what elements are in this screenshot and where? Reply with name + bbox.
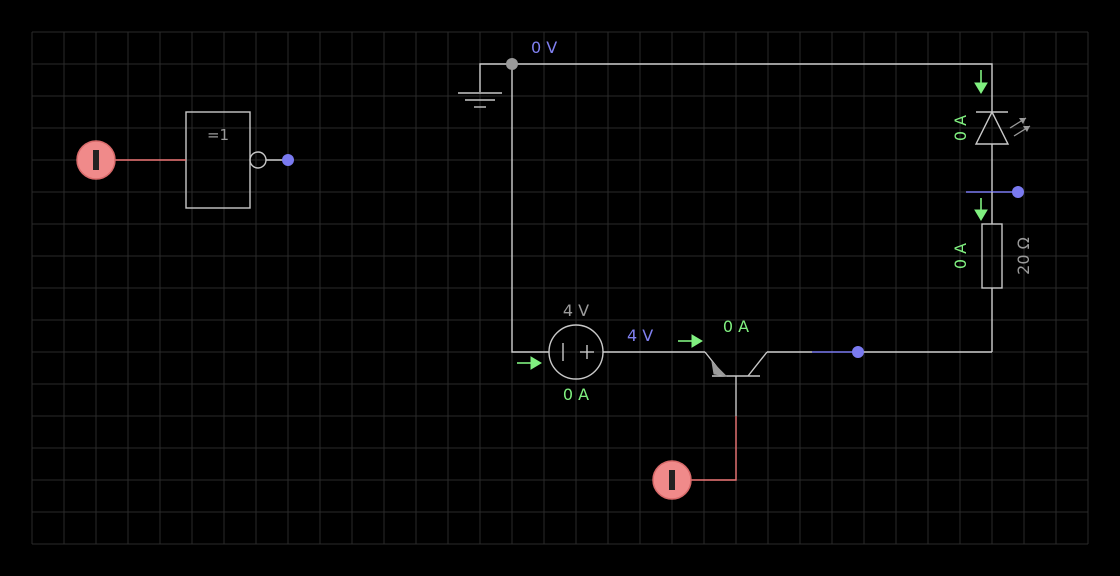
led-current-label: 0 A (951, 115, 970, 141)
left-wire (511, 64, 549, 353)
gate-output-node[interactable] (282, 154, 294, 166)
ground-wire (479, 63, 512, 92)
emitter-voltage-label: 4 V (627, 326, 653, 345)
top-rail-wire (512, 63, 993, 112)
transistor-current-label: 0 A (723, 317, 749, 336)
source-voltage-label: 4 V (563, 301, 589, 320)
led-icon[interactable] (974, 110, 1031, 192)
gate-label: =1 (207, 126, 229, 144)
collector-node[interactable] (852, 346, 864, 358)
resistor-icon[interactable] (981, 223, 1003, 289)
led-current-arrow-icon (974, 70, 988, 94)
source-current-label: 0 A (563, 385, 589, 404)
mid-node[interactable] (1012, 186, 1024, 198)
base-wire (690, 416, 737, 481)
resistor-current-arrow-icon (974, 198, 988, 221)
grid (31, 31, 1089, 545)
input-switch-top[interactable] (76, 140, 116, 180)
source-current-arrow-icon (517, 356, 542, 370)
transistor[interactable] (704, 351, 768, 416)
node-voltage-label: 0 V (531, 38, 557, 57)
input-switch-bottom[interactable] (652, 460, 692, 500)
junction-node[interactable] (506, 58, 518, 70)
transistor-current-arrow-icon (678, 334, 703, 348)
emitter-arrow-icon (711, 360, 728, 377)
ground-icon (458, 92, 502, 108)
resistor-current-label: 0 A (951, 243, 970, 269)
resistor-value-label: 20 Ω (1014, 237, 1033, 275)
